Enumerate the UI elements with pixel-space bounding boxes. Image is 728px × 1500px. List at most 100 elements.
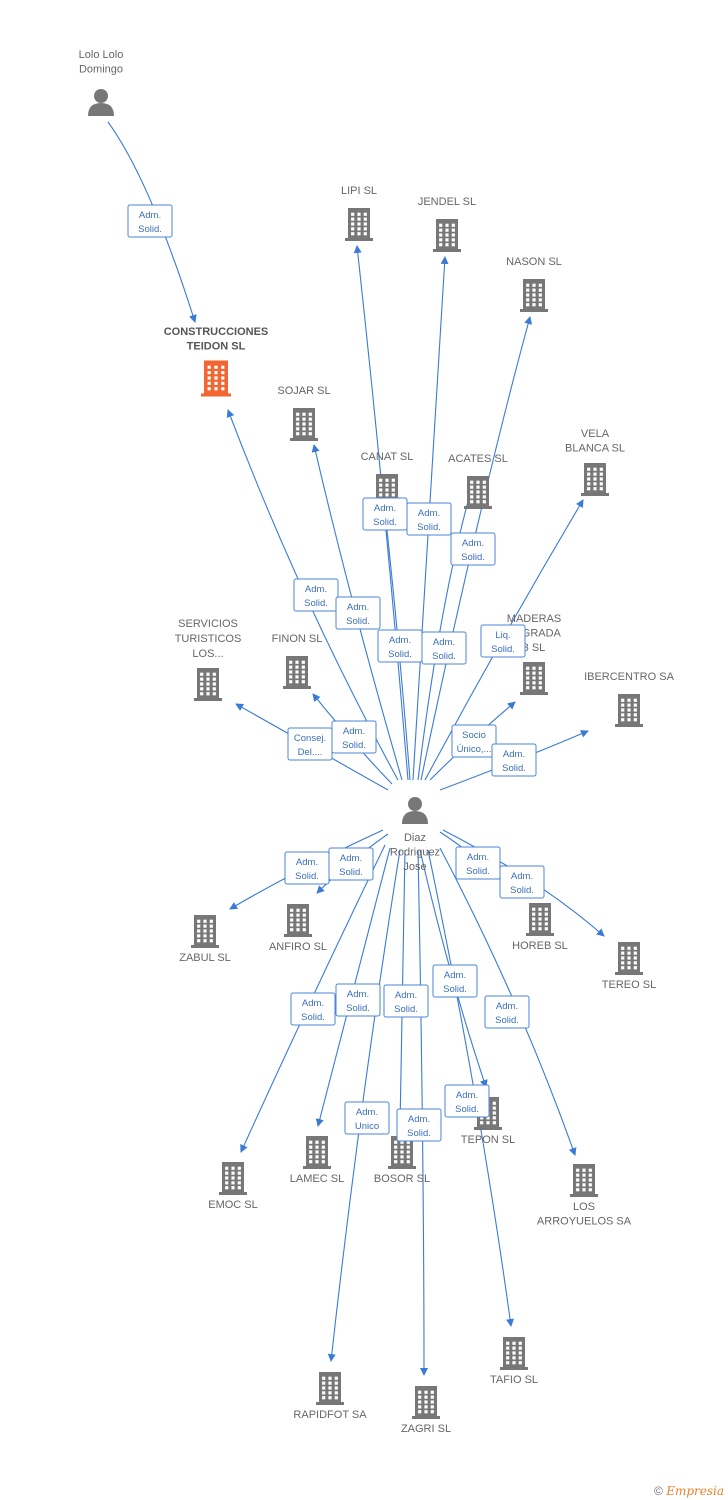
building-window xyxy=(301,670,305,674)
node-ibercentro[interactable]: IBERCENTRO SA xyxy=(584,671,675,727)
building-icon xyxy=(345,208,373,241)
relation-text: Adm. xyxy=(302,998,324,1009)
building-window xyxy=(424,1405,428,1409)
footer-brand[interactable]: © Empresia xyxy=(654,1484,724,1498)
node-jendel[interactable]: JENDEL SL xyxy=(418,196,476,252)
edge-diaz-acates xyxy=(417,486,474,781)
node-label: CONSTRUCCIONES xyxy=(164,326,269,338)
relation-label-diaz-horeb[interactable]: Adm.Solid. xyxy=(455,846,501,880)
relation-label-diaz-bosor[interactable]: Adm.Solid. xyxy=(383,984,429,1018)
building-window xyxy=(296,412,300,416)
relation-label-diaz-acates[interactable]: Adm.Solid. xyxy=(450,532,496,566)
building-window xyxy=(302,928,306,932)
building-window xyxy=(492,1121,496,1125)
relation-label-diaz-construcciones[interactable]: Adm.Solid. xyxy=(293,578,339,612)
building-window xyxy=(538,288,542,292)
node-anfiro[interactable]: ANFIRO SL xyxy=(269,904,327,953)
node-horeb[interactable]: HOREB SL xyxy=(512,903,568,952)
building-window xyxy=(470,500,474,504)
node-tafio[interactable]: TAFIO SL xyxy=(490,1337,538,1386)
relation-label-diaz-jendel[interactable]: Adm.Solid. xyxy=(406,502,452,536)
relation-text: Solid. xyxy=(304,598,328,609)
building-window xyxy=(526,283,530,287)
building-window xyxy=(290,908,294,912)
building-window xyxy=(322,1386,326,1390)
node-finon[interactable]: FINON SL xyxy=(272,633,323,689)
relation-label-diaz-tereo[interactable]: Adm.Solid. xyxy=(499,865,545,899)
relation-label-diaz-zabul[interactable]: Adm.Solid. xyxy=(284,851,330,885)
node-rapidfot[interactable]: RAPIDFOT SA xyxy=(293,1372,367,1421)
node-emoc[interactable]: EMOC SL xyxy=(208,1162,258,1211)
building-window xyxy=(526,293,530,297)
relation-label-diaz-vela[interactable]: Liq.Solid. xyxy=(480,624,526,658)
building-window xyxy=(430,1405,434,1409)
node-label: TAFIO SL xyxy=(490,1374,538,1386)
node-lamec[interactable]: LAMEC SL xyxy=(290,1136,344,1185)
relation-labels-layer: Adm.Solid.Adm.Solid.Adm.Solid.Adm.Solid.… xyxy=(127,204,545,1142)
relation-label-diaz-zagri[interactable]: Adm.Solid. xyxy=(396,1108,442,1142)
building-window xyxy=(328,1376,332,1380)
relation-label-diaz-servicios[interactable]: Consej.Del.... xyxy=(287,727,333,761)
relation-label-diaz-lipi[interactable]: Adm.Solid. xyxy=(377,629,423,663)
building-window xyxy=(532,293,536,297)
relation-label-diaz-finon[interactable]: Adm.Solid. xyxy=(331,720,377,754)
building-window xyxy=(512,1361,516,1365)
relation-text: Solid. xyxy=(138,224,162,235)
building-window xyxy=(363,217,367,221)
building-window xyxy=(296,908,300,912)
relation-label-diaz-sojar[interactable]: Adm.Solid. xyxy=(335,596,381,630)
building-window xyxy=(363,227,367,231)
relation-label-diaz-maderas[interactable]: SocioÚnico,... xyxy=(451,724,497,758)
relation-label-diaz-tafio[interactable]: Adm.Solid. xyxy=(444,1084,490,1118)
building-window xyxy=(439,238,443,242)
building-icon xyxy=(283,656,311,689)
building-window xyxy=(351,222,355,226)
node-zagri[interactable]: ZAGRI SL xyxy=(401,1386,451,1435)
relation-text: Solid. xyxy=(339,867,363,878)
building-window xyxy=(418,1400,422,1404)
node-label: SOJAR SL xyxy=(277,385,330,397)
building-window xyxy=(633,718,637,722)
node-sojar[interactable]: SOJAR SL xyxy=(277,385,331,441)
node-acates[interactable]: ACATES SL xyxy=(448,453,508,509)
building-window xyxy=(476,485,480,489)
relation-label-diaz-arroyuelos[interactable]: Adm.Solid. xyxy=(484,995,530,1029)
node-servicios[interactable]: SERVICIOSTURISTICOSLOS... xyxy=(175,618,242,701)
node-bosor[interactable]: BOSOR SL xyxy=(374,1136,430,1185)
node-nason[interactable]: NASON SL xyxy=(506,256,562,312)
node-label: ZABUL SL xyxy=(179,952,231,964)
node-zabul[interactable]: ZABUL SL xyxy=(179,915,231,964)
relation-label-diaz-lamec[interactable]: Adm.Solid. xyxy=(335,983,381,1017)
node-label: CANAT SL xyxy=(361,451,414,463)
relation-label-lolo-construcciones[interactable]: Adm.Solid. xyxy=(127,204,173,238)
relation-label-diaz-nason[interactable]: Adm.Solid. xyxy=(421,631,467,665)
relation-label-diaz-anfiro[interactable]: Adm.Solid. xyxy=(328,847,374,881)
node-label: 3 SL xyxy=(523,642,546,654)
relation-box xyxy=(396,1108,442,1142)
relation-text: Solid. xyxy=(466,866,490,877)
building-icon xyxy=(520,279,548,312)
building-window xyxy=(237,1181,241,1185)
building-window xyxy=(221,365,225,369)
relation-label-diaz-tepon[interactable]: Adm.Solid. xyxy=(432,964,478,998)
relation-label-diaz-emoc[interactable]: Adm.Solid. xyxy=(290,992,336,1026)
relation-text: Adm. xyxy=(433,637,455,648)
node-lipi[interactable]: LIPI SL xyxy=(341,185,377,241)
building-window xyxy=(576,1183,580,1187)
relation-label-diaz-canat[interactable]: Adm.Solid. xyxy=(362,497,408,531)
node-tereo[interactable]: TEREO SL xyxy=(602,942,656,991)
building-window xyxy=(207,365,211,369)
node-label: ARROYUELOS SA xyxy=(537,1216,632,1228)
edge-lolo-construcciones xyxy=(107,121,197,323)
building-window xyxy=(200,687,204,691)
building-icon xyxy=(570,1164,598,1197)
relation-label-diaz-ibercentro[interactable]: Adm.Solid. xyxy=(491,743,537,777)
relation-text: Solid. xyxy=(455,1104,479,1115)
relation-label-diaz-rapidfot[interactable]: Adm.Unico xyxy=(344,1101,390,1135)
